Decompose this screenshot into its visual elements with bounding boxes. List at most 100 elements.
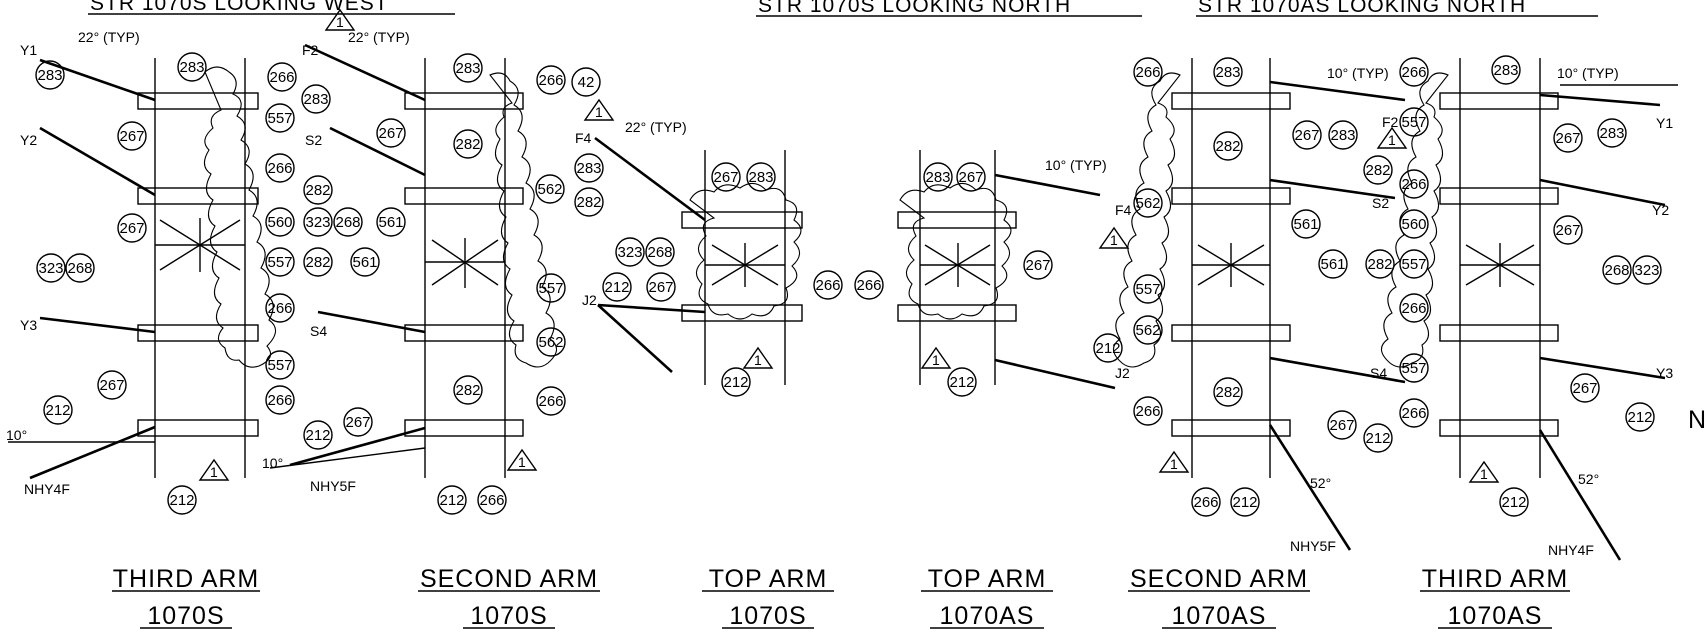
structure-label-6: 1070AS xyxy=(1448,602,1543,630)
callout-bubble: 283 xyxy=(574,153,604,183)
callout-bubble: 266 xyxy=(1191,487,1221,517)
callout-bubble: 561 xyxy=(350,247,380,277)
svg-text:283: 283 xyxy=(179,59,204,76)
svg-text:282: 282 xyxy=(1365,162,1390,179)
svg-text:267: 267 xyxy=(1555,222,1580,239)
callout-bubble: 212 xyxy=(1363,423,1393,453)
callout-bubble: 267 xyxy=(711,162,741,192)
callout-bubble: 323 xyxy=(303,207,333,237)
svg-text:268: 268 xyxy=(67,260,92,277)
callout-bubble: 282 xyxy=(1363,155,1393,185)
svg-text:42: 42 xyxy=(578,74,595,91)
callout-bubble: 561 xyxy=(376,207,406,237)
svg-text:557: 557 xyxy=(267,110,292,127)
phase-s4-label: S4 xyxy=(310,323,327,339)
callout-bubble: 267 xyxy=(1023,250,1053,280)
svg-text:282: 282 xyxy=(1215,384,1240,401)
callout-bubble: 267 xyxy=(1327,410,1357,440)
svg-text:1: 1 xyxy=(932,352,940,368)
callout-bubble: 266 xyxy=(1133,57,1163,87)
callout-bubble: 212 xyxy=(721,367,751,397)
angle-note-22-typ-1: 22° (TYP) xyxy=(78,29,140,45)
callout-bubble: 212 xyxy=(1625,402,1655,432)
callout-bubble: 266 xyxy=(1399,57,1429,87)
callout-bubble: 283 xyxy=(746,162,776,192)
structure-label-2: 1070S xyxy=(470,602,547,630)
revision-triangle: 1 xyxy=(583,98,615,121)
callout-bubble: 283 xyxy=(177,52,207,82)
callout-bubble: 562 xyxy=(1133,188,1163,218)
svg-text:266: 266 xyxy=(856,277,881,294)
svg-text:1: 1 xyxy=(1170,456,1178,472)
svg-text:562: 562 xyxy=(538,334,563,351)
revision-triangle: 1 xyxy=(324,8,356,31)
callout-bubble: 323 xyxy=(1632,255,1662,285)
angle-note-10-typ-1: 10° (TYP) xyxy=(1045,157,1107,173)
svg-text:212: 212 xyxy=(949,374,974,391)
diagram-third-arm-1070s xyxy=(8,58,277,480)
phase-y2-label: Y2 xyxy=(20,132,37,148)
diagram-third-arm-1070as xyxy=(1380,58,1678,561)
callout-bubble: 267 xyxy=(117,121,147,151)
svg-text:1: 1 xyxy=(754,352,762,368)
svg-text:268: 268 xyxy=(1604,262,1629,279)
svg-text:1: 1 xyxy=(336,14,344,30)
callout-bubble: 212 xyxy=(303,420,333,450)
svg-text:212: 212 xyxy=(305,427,330,444)
svg-text:266: 266 xyxy=(1401,300,1426,317)
angle-note-52-1: 52° xyxy=(1310,475,1331,491)
svg-text:267: 267 xyxy=(378,125,403,142)
callout-bubble: 267 xyxy=(1553,215,1583,245)
callout-bubble: 212 xyxy=(602,272,632,302)
svg-text:266: 266 xyxy=(267,160,292,177)
svg-text:282: 282 xyxy=(455,382,480,399)
circuit-nhy5f-label: NHY5F xyxy=(310,478,356,494)
phase-j2-label: J2 xyxy=(582,292,597,308)
callout-bubble: 212 xyxy=(167,485,197,515)
callout-bubble: 42 xyxy=(571,67,601,97)
svg-text:267: 267 xyxy=(1555,130,1580,147)
callout-bubble: 560 xyxy=(1399,209,1429,239)
svg-text:267: 267 xyxy=(99,377,124,394)
svg-text:212: 212 xyxy=(1095,340,1120,357)
phase-y2-label-2: Y2 xyxy=(1652,202,1669,218)
svg-text:561: 561 xyxy=(1320,256,1345,273)
header-north-1070s: STR 1070S LOOKING NORTH xyxy=(758,0,1071,17)
callout-bubble: 266 xyxy=(1399,293,1429,323)
angle-note-22-typ-3: 22° (TYP) xyxy=(625,119,687,135)
arm-label-6: THIRD ARM xyxy=(1422,565,1569,593)
svg-text:562: 562 xyxy=(1135,195,1160,212)
callout-bubble: 266 xyxy=(536,65,566,95)
svg-text:268: 268 xyxy=(335,214,360,231)
callout-bubble: 561 xyxy=(1291,209,1321,239)
callout-bubble: 267 xyxy=(376,118,406,148)
callout-bubble: 266 xyxy=(477,485,507,515)
svg-text:283: 283 xyxy=(455,60,480,77)
callout-bubble: 283 xyxy=(1597,118,1627,148)
callout-bubble: 267 xyxy=(117,213,147,243)
diagram-top-arm-1070s xyxy=(594,136,803,385)
callout-bubble: 212 xyxy=(1230,487,1260,517)
revision-triangle: 1 xyxy=(506,448,538,471)
callout-bubble: 266 xyxy=(854,270,884,300)
callout-bubble: 282 xyxy=(303,247,333,277)
svg-text:561: 561 xyxy=(378,214,403,231)
phase-s2-label: S2 xyxy=(305,132,322,148)
svg-text:212: 212 xyxy=(1365,430,1390,447)
svg-text:562: 562 xyxy=(1135,322,1160,339)
svg-text:1: 1 xyxy=(210,464,218,480)
structure-label-4: 1070AS xyxy=(940,602,1035,630)
callout-bubble: 266 xyxy=(265,153,295,183)
callout-bubble: 212 xyxy=(437,485,467,515)
svg-text:283: 283 xyxy=(748,169,773,186)
svg-text:323: 323 xyxy=(38,260,63,277)
svg-text:323: 323 xyxy=(305,214,330,231)
svg-text:557: 557 xyxy=(267,254,292,271)
svg-text:557: 557 xyxy=(1135,281,1160,298)
revision-triangle: 1 xyxy=(1468,460,1500,483)
diagram-second-arm-1070s xyxy=(269,43,558,478)
structure-label-3: 1070S xyxy=(729,602,806,630)
callout-bubble: 557 xyxy=(265,247,295,277)
svg-text:267: 267 xyxy=(1572,380,1597,397)
revision-triangle: 1 xyxy=(1098,226,1130,249)
